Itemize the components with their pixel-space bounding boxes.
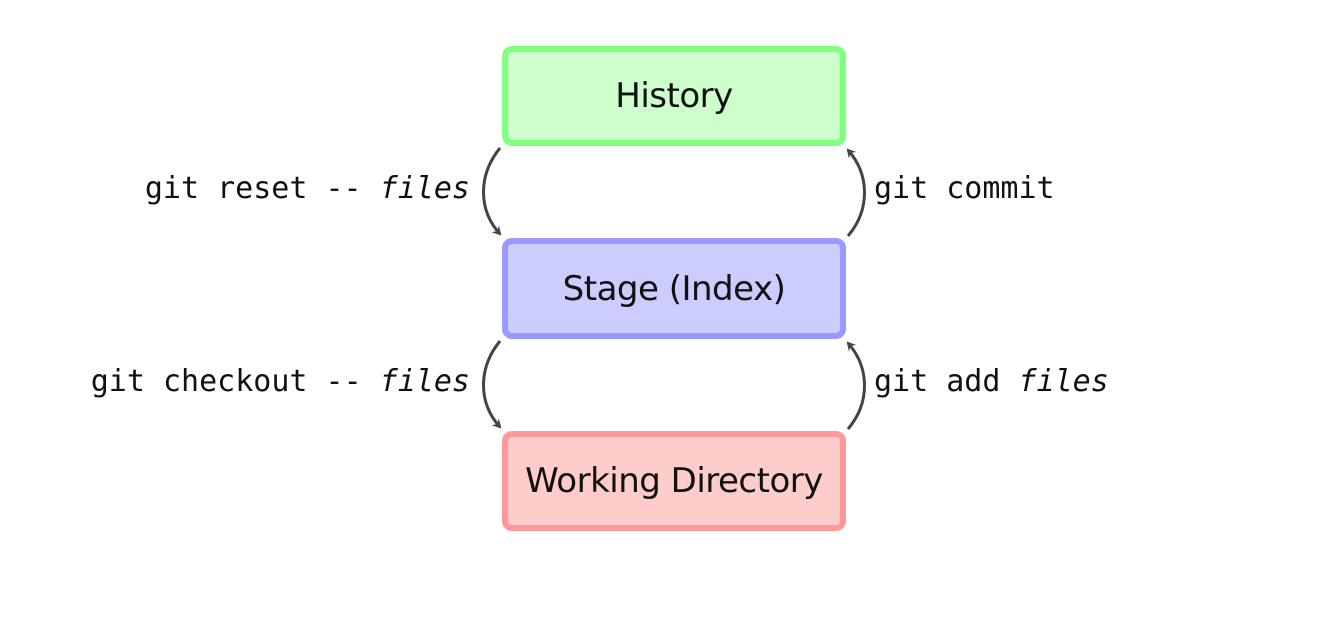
- git-checkout-command: git checkout --: [90, 364, 380, 399]
- checkout-arrow: [482, 340, 502, 429]
- stage-box: Stage (Index): [502, 238, 846, 339]
- working-directory-box: Working Directory: [502, 431, 846, 531]
- commit-arrow: [846, 148, 866, 237]
- git-commit-command: git commit: [874, 171, 1055, 206]
- git-add-label: git add files: [874, 365, 1109, 399]
- git-add-command: git add: [874, 364, 1019, 399]
- git-reset-label: git reset -- files: [145, 172, 470, 206]
- git-checkout-label: git checkout -- files: [91, 365, 470, 399]
- git-reset-argument: files: [379, 171, 470, 206]
- reset-arrow: [482, 147, 502, 236]
- git-checkout-argument: files: [379, 364, 470, 399]
- git-add-argument: files: [1018, 364, 1109, 399]
- git-reset-command: git reset --: [144, 171, 380, 206]
- add-arrow: [846, 341, 866, 430]
- git-commit-label: git commit: [874, 172, 1055, 206]
- history-box: History: [502, 46, 846, 146]
